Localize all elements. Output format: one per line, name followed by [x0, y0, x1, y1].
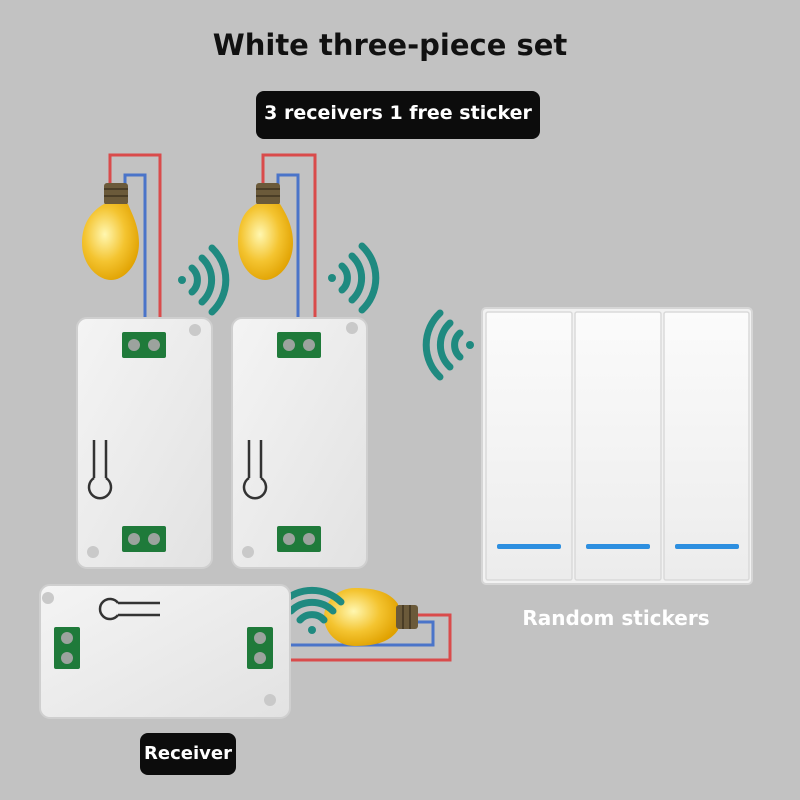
terminal-block-icon — [277, 526, 321, 552]
light-bulb-icon — [82, 183, 139, 280]
receiver-module-1 — [76, 317, 213, 569]
wall-switch-panel — [481, 307, 753, 585]
wires-receiver-1 — [108, 153, 162, 330]
offer-badge: 3 receivers 1 free sticker — [256, 91, 540, 139]
light-bulb-icon — [238, 183, 293, 280]
switch-button-2 — [574, 311, 662, 581]
receiver-badge: Receiver — [140, 733, 236, 775]
switch-caption: Random stickers — [522, 606, 710, 630]
terminal-block-icon — [247, 627, 273, 669]
switch-button-3 — [663, 311, 750, 581]
terminal-block-icon — [54, 627, 80, 669]
wireless-signal-icon — [422, 309, 474, 381]
switch-button-1 — [485, 311, 573, 581]
receiver-module-3 — [39, 584, 291, 719]
receiver-module-2 — [231, 317, 368, 569]
wires-receiver-2 — [261, 153, 317, 330]
terminal-block-icon — [122, 526, 166, 552]
wireless-signal-icon — [328, 242, 380, 314]
page-title: White three-piece set — [212, 28, 568, 62]
terminal-block-icon — [122, 332, 166, 358]
terminal-block-icon — [277, 332, 321, 358]
wireless-signal-icon — [178, 244, 230, 316]
